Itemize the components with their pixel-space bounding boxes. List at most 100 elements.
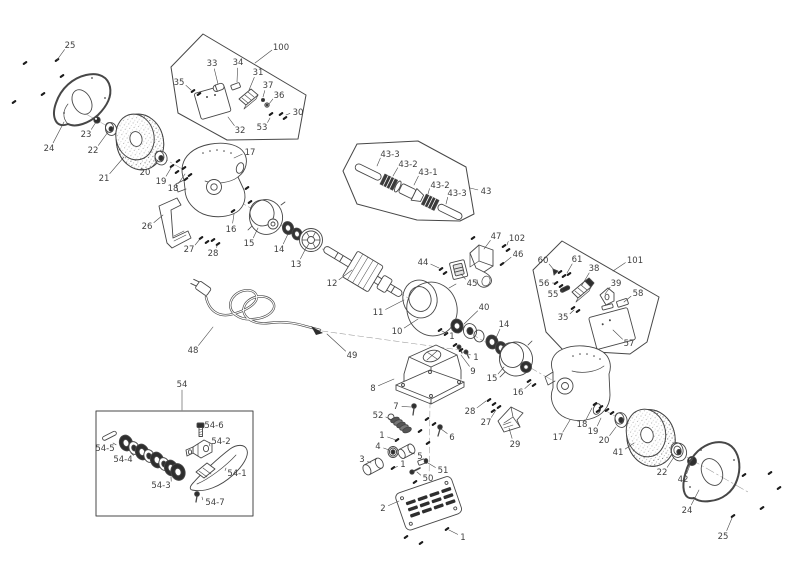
- callout-47: 47: [483, 232, 502, 250]
- screw-icon: [442, 271, 448, 275]
- callout-3: 3: [359, 455, 372, 465]
- leader-line: [508, 427, 513, 439]
- leader-line: [401, 406, 412, 408]
- leader-line: [476, 400, 487, 409]
- part-number-label: 29: [510, 440, 521, 450]
- callout-56: 56: [539, 279, 556, 289]
- leader-line: [201, 426, 205, 429]
- screw-icon: [505, 248, 511, 252]
- part-power-cord-48: [190, 278, 323, 335]
- screw-icon: [558, 284, 564, 288]
- part-nut-23: [93, 116, 101, 124]
- leader-line: [285, 113, 291, 116]
- part-screw-7: [411, 403, 417, 416]
- part-end-bell-left: [247, 199, 286, 235]
- callout-11: 11: [373, 299, 405, 318]
- part-number-label: 18: [577, 420, 588, 430]
- part-number-label: 27: [184, 245, 195, 255]
- leader-line: [376, 157, 381, 167]
- part-number-label: 38: [589, 264, 600, 274]
- part-number-label: 54-7: [205, 498, 224, 508]
- callout-52: 52: [373, 411, 393, 421]
- detail-outline-100: [170, 33, 307, 141]
- leader-line: [427, 462, 436, 468]
- part-number-label: 35: [558, 313, 569, 323]
- callout-43: 43: [469, 187, 491, 197]
- part-number-label: 47: [491, 232, 502, 242]
- leader-line: [98, 131, 109, 146]
- screw-icon: [210, 238, 216, 242]
- leader-line: [262, 90, 266, 98]
- callout-39: 39: [604, 279, 621, 295]
- screw-icon: [566, 272, 572, 276]
- callout-16: 16: [513, 382, 532, 398]
- leader-line: [686, 464, 691, 474]
- part-number-label: 3: [359, 455, 364, 465]
- part-number-label: 54: [177, 380, 188, 390]
- leader-line: [624, 442, 635, 450]
- part-number-label: 12: [327, 279, 338, 289]
- detail-outline-43: [342, 140, 475, 222]
- callout-17: 17: [553, 419, 571, 443]
- leader-line: [690, 489, 700, 506]
- callout-25: 25: [718, 517, 733, 542]
- part-number-label: 15: [244, 239, 255, 249]
- leader-line: [254, 49, 273, 64]
- callout-38: 38: [581, 264, 600, 286]
- part-number-label: 6: [449, 433, 454, 443]
- screw-icon: [390, 466, 396, 470]
- part-number-label: 1: [460, 533, 465, 543]
- leader-line: [267, 117, 271, 123]
- leader-line: [666, 456, 675, 468]
- part-bracket-54-2: [185, 439, 213, 459]
- leader-line: [112, 442, 117, 446]
- callout-19: 19: [156, 167, 172, 187]
- leader-line: [233, 153, 243, 159]
- callout-58: 58: [623, 289, 643, 303]
- screw-icon: [204, 240, 210, 244]
- part-number-label: 24: [682, 506, 693, 516]
- leader-line: [427, 188, 430, 195]
- screw-icon: [595, 409, 601, 413]
- part-number-label: 56: [539, 279, 550, 289]
- part-number-label: 19: [156, 177, 167, 187]
- callout-101: 101: [612, 256, 643, 272]
- part-number-label: 43-3: [447, 189, 466, 199]
- leader-line: [224, 467, 227, 471]
- part-number-label: 20: [140, 168, 151, 178]
- leader-line: [440, 428, 448, 434]
- part-number-label: 43-2: [398, 160, 417, 170]
- part-base-8: [395, 344, 465, 405]
- part-spring-52: [387, 413, 412, 434]
- callout-10: 10: [392, 318, 419, 337]
- leader-line: [726, 517, 733, 531]
- leader-line: [208, 443, 211, 447]
- screw-icon: [412, 480, 418, 484]
- screw-icon: [767, 471, 773, 475]
- callout-12: 12: [327, 269, 353, 289]
- part-number-label: 43-2: [430, 181, 449, 191]
- part-tool-rest-26: [158, 197, 192, 249]
- callout-15: 15: [487, 366, 505, 384]
- screw-icon: [570, 306, 576, 310]
- callout-44: 44: [418, 258, 440, 269]
- part-number-label: 4: [375, 442, 380, 452]
- screw-icon: [278, 112, 284, 116]
- callout-45: 45: [460, 273, 477, 289]
- leader-line: [469, 187, 479, 191]
- callout-35: 35: [174, 78, 192, 91]
- callout-60: 60: [538, 256, 555, 271]
- leader-line: [383, 447, 390, 451]
- callout-41: 41: [613, 442, 635, 458]
- leader-line: [165, 167, 172, 177]
- part-switch-cover-47: [469, 244, 494, 288]
- part-number-label: 18: [168, 184, 179, 194]
- leader-line: [460, 354, 470, 367]
- callout-50: 50: [416, 471, 433, 484]
- screw-icon: [59, 74, 65, 78]
- screw-icon: [486, 398, 492, 402]
- part-number-label: 9: [470, 367, 475, 377]
- screw-icon: [174, 170, 180, 174]
- callout-20: 20: [140, 159, 159, 178]
- leader-line: [548, 263, 555, 271]
